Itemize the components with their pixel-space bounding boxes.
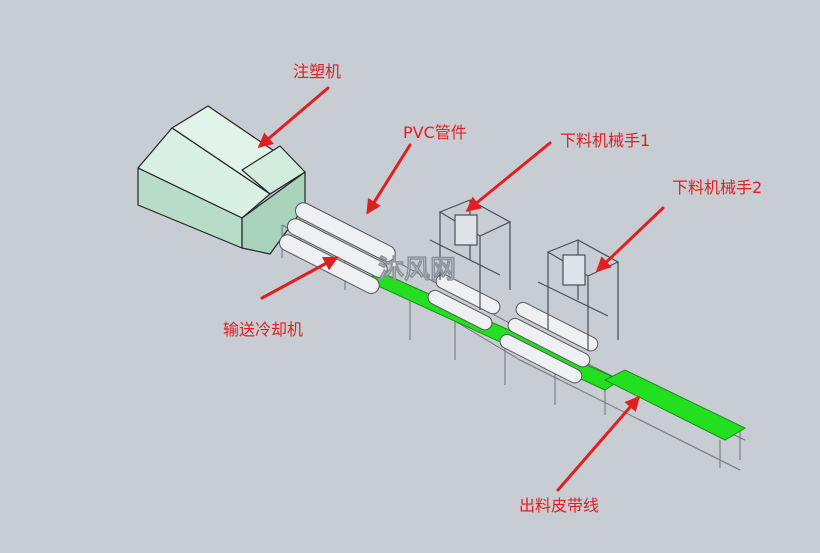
label-unloading-robot-2: 下料机械手2 bbox=[672, 178, 763, 197]
label-output-belt: 出料皮带线 bbox=[519, 496, 600, 515]
unloading-robot-2 bbox=[537, 239, 620, 350]
watermark: 沐风网 bbox=[378, 255, 456, 285]
pvc-pipes bbox=[278, 202, 599, 384]
injection-machine bbox=[137, 105, 306, 255]
arrow-robot-1 bbox=[465, 141, 552, 212]
annotation-arrows bbox=[257, 86, 665, 492]
arrow-injection-machine bbox=[257, 86, 330, 148]
arrow-robot-2 bbox=[595, 206, 665, 273]
label-conveyor-cooler: 输送冷却机 bbox=[223, 320, 304, 339]
label-unloading-robot-1: 下料机械手1 bbox=[560, 131, 651, 150]
arrow-pvc-pipe bbox=[366, 143, 412, 215]
label-injection-machine: 注塑机 bbox=[293, 62, 342, 81]
arrow-output-belt bbox=[556, 395, 640, 492]
arrow-conveyor-cooler bbox=[260, 256, 339, 300]
label-pvc-pipe: PVC管件 bbox=[403, 123, 467, 142]
output-belt bbox=[363, 271, 747, 441]
